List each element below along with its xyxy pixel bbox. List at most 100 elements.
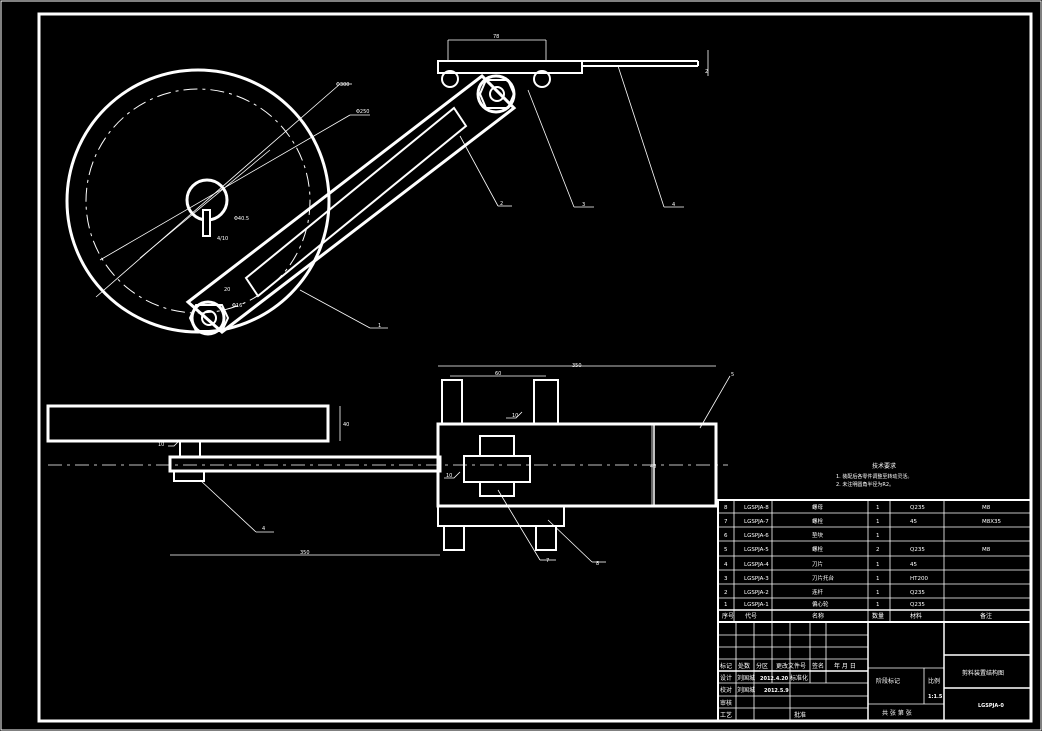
bom-header-note: 备注 — [980, 612, 992, 620]
tb-drawing-no: LGSPJA-0 — [978, 703, 1004, 709]
tb-check-date: 2012.5.9 — [764, 688, 789, 694]
bom-cell-no: 7 — [724, 519, 728, 525]
tb-review: 审核 — [720, 699, 732, 707]
dim-flat-left: 10 — [158, 442, 164, 448]
bom-cell-no: 4 — [724, 562, 728, 568]
tech-notes-title: 技术要求 — [872, 462, 896, 470]
eccentric-wheel — [65, 68, 370, 334]
tb-design-date: 2012.4.20 — [760, 676, 789, 682]
dim-bottom-overall: 350 — [572, 363, 582, 369]
tb-scale-label: 比例 — [928, 677, 940, 685]
bom-cell-note: M8 — [982, 547, 991, 553]
bom-cell-material: HT200 — [910, 576, 928, 582]
bom-header-no: 序号 — [722, 612, 734, 620]
tech-note-1: 1. 装配后各零件调整至转动灵活。 — [836, 473, 912, 480]
tb-approve: 批准 — [794, 711, 806, 719]
blade-bracket — [437, 39, 709, 88]
dim-flat-center: 10 — [446, 473, 452, 479]
dim-disk-inner: Φ250 — [356, 109, 369, 115]
bom-cell-name: 螺栓 — [812, 545, 824, 553]
tb-sheets: 共 张 第 张 — [882, 709, 912, 717]
dim-height-left: 40 — [343, 422, 349, 428]
dim-pivot: Φ16 — [232, 303, 242, 309]
bom-cell-qty: 1 — [876, 602, 880, 608]
bom-header-qty: 数量 — [872, 612, 884, 620]
tb-design: 设计 — [720, 674, 732, 682]
bom-cell-code: LGSPJA-3 — [744, 576, 769, 582]
front-view — [46, 365, 728, 556]
bom-cell-material: 45 — [910, 562, 917, 568]
dim-slot: 20 — [224, 287, 230, 293]
tb-change: 更改文件号 — [776, 662, 806, 670]
top-leaders — [299, 65, 684, 329]
tb-sign: 签名 — [812, 662, 824, 670]
bom-cell-no: 6 — [724, 533, 728, 539]
bom-cell-note: M8X35 — [982, 519, 1002, 525]
tb-count: 处数 — [738, 662, 750, 670]
bom-cell-qty: 1 — [876, 519, 880, 525]
bom-cell-no: 3 — [724, 576, 728, 582]
bom-cell-code: LGSPJA-5 — [744, 547, 769, 553]
dim-bore: Φ40.5 — [234, 216, 249, 222]
bom-cell-code: LGSPJA-1 — [744, 602, 769, 608]
bom-cell-qty: 1 — [876, 562, 880, 568]
tb-process: 工艺 — [720, 711, 732, 719]
bom-cell-name: 刀片托台 — [812, 574, 835, 582]
tb-designer: 刘国城 — [737, 674, 755, 682]
callout-3: 3 — [582, 202, 585, 208]
bom-cell-material: Q235 — [910, 590, 925, 596]
bom-cell-no: 2 — [724, 590, 728, 596]
dim-right-offset: 2 — [705, 69, 708, 75]
bom-header-material: 材料 — [910, 612, 922, 620]
callout-2: 2 — [500, 201, 503, 207]
dim-bottom-span: 60 — [495, 371, 501, 377]
bom-cell-code: LGSPJA-7 — [744, 519, 769, 525]
tb-stage: 阶段标记 — [876, 677, 900, 685]
bom-cell-qty: 1 — [876, 505, 880, 511]
bom-cell-no: 8 — [724, 505, 728, 511]
bom-header-code: 代号 — [745, 612, 757, 620]
callout-4-top: 4 — [672, 202, 675, 208]
bom-cell-name: 偏心轮 — [812, 600, 829, 608]
tb-zone: 分区 — [756, 662, 768, 670]
bom-cell-material: 45 — [910, 519, 917, 525]
bom-cell-qty: 1 — [876, 533, 880, 539]
bom-cell-qty: 2 — [876, 547, 880, 553]
dim-key: 4/10 — [217, 236, 228, 242]
connecting-rod — [185, 74, 517, 336]
tb-scale: 1:1.5 — [928, 694, 943, 700]
bom-cell-name: 螺母 — [812, 503, 824, 511]
callout-4: 4 — [262, 526, 265, 532]
bom-cell-code: LGSPJA-6 — [744, 533, 769, 539]
bom-cell-name: 刀片 — [812, 560, 823, 568]
bom-cell-code: LGSPJA-8 — [744, 505, 769, 511]
bom-cell-name: 螺栓 — [812, 517, 824, 525]
bom-cell-material: Q235 — [910, 547, 925, 553]
tb-drawing-name: 剪料装置结构图 — [962, 669, 1004, 677]
title-block — [717, 621, 1032, 722]
bom-cell-code: LGSPJA-4 — [744, 562, 769, 568]
callout-7: 7 — [546, 558, 549, 564]
bom-cell-no: 1 — [724, 602, 728, 608]
tb-date: 年 月 日 — [834, 662, 856, 670]
tb-standard: 标准化 — [790, 674, 808, 682]
bottom-leaders — [199, 375, 731, 563]
tb-checker: 刘国城 — [737, 686, 755, 694]
bom-cell-qty: 1 — [876, 576, 880, 582]
bom-cell-material: Q235 — [910, 505, 925, 511]
bom-cell-code: LGSPJA-2 — [744, 590, 769, 596]
callout-1: 1 — [378, 323, 381, 329]
callout-8: 8 — [596, 561, 599, 567]
dim-height-right: 40 — [650, 464, 656, 470]
bom-cell-qty: 1 — [876, 590, 880, 596]
tb-check: 校对 — [720, 686, 732, 694]
tech-note-2: 2. 未注明圆角半径为R2。 — [836, 481, 894, 488]
bom-cell-note: M8 — [982, 505, 991, 511]
drawing-frame — [37, 12, 1033, 723]
dim-top-width: 78 — [493, 34, 499, 40]
bom-cell-no: 5 — [724, 547, 728, 553]
dim-bottom-length: 350 — [300, 550, 310, 556]
